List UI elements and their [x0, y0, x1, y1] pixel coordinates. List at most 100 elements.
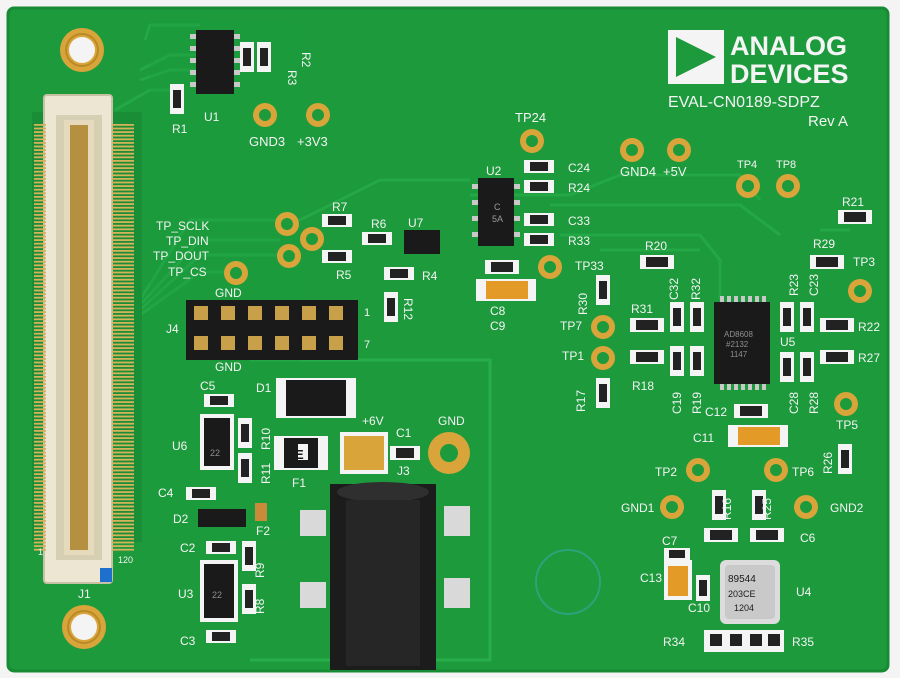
j1-pin — [34, 289, 46, 292]
label-r2: R2 — [299, 52, 313, 68]
j1-pin — [34, 361, 46, 364]
label-r6: R6 — [371, 217, 387, 231]
j1-pin — [112, 491, 134, 493]
smd-parts-bottom-right — [664, 490, 784, 652]
j1-pin — [112, 239, 134, 241]
j1-pin — [34, 509, 46, 511]
j1-pin — [112, 516, 134, 519]
test-point-icon — [848, 279, 872, 303]
j1-pin — [34, 311, 46, 313]
j1-pin — [34, 347, 46, 349]
j1-pin — [112, 257, 134, 259]
j1-pin — [34, 520, 46, 522]
j1-pin — [112, 386, 134, 389]
label-r9: R9 — [253, 562, 267, 578]
j1-pin — [34, 174, 46, 177]
u4-marking-3: 1204 — [734, 603, 754, 613]
j1-pin — [112, 203, 134, 205]
test-point-icon — [277, 244, 301, 268]
label-c12: C12 — [705, 405, 727, 419]
label-tp24: TP24 — [515, 110, 546, 125]
test-point-icon — [591, 346, 615, 370]
label-f2: F2 — [256, 524, 270, 538]
u5-pin — [734, 384, 738, 390]
label-r4: R4 — [422, 269, 438, 283]
j1-pin — [34, 437, 46, 439]
j1-pin — [112, 127, 134, 130]
j1-pin — [34, 480, 46, 483]
label-c5: C5 — [200, 379, 216, 393]
u2-marking-2: 5A — [492, 214, 503, 224]
label-c2: C2 — [180, 541, 196, 555]
j1-pin — [112, 523, 134, 526]
label-r17: R17 — [574, 390, 588, 412]
label-d1: D1 — [256, 381, 272, 395]
j1-pin — [34, 538, 46, 540]
j1-pin — [34, 332, 46, 335]
test-point-icon — [520, 129, 544, 153]
j1-pin — [112, 487, 134, 490]
j4-pin — [275, 306, 289, 320]
j1-pin — [34, 548, 46, 551]
j1-pin — [112, 361, 134, 364]
j1-pin — [112, 343, 134, 346]
j1-pin — [34, 325, 46, 328]
j1-pin — [34, 451, 46, 454]
mounting-hole-icon — [62, 605, 106, 649]
j1-pin — [34, 365, 46, 367]
j4-pin — [329, 336, 343, 350]
label-tp6: TP6 — [792, 465, 814, 479]
j1-pin — [112, 509, 134, 511]
j1-pin — [34, 167, 46, 169]
j1-pin — [34, 214, 46, 216]
j1-pin — [112, 188, 134, 191]
j1-pin — [112, 286, 134, 288]
label-gnd-j3: GND — [438, 414, 465, 428]
j1-pin — [34, 444, 46, 447]
j1-pin — [34, 354, 46, 357]
mounting-hole-icon — [60, 28, 104, 72]
label-tp2: TP2 — [655, 465, 677, 479]
label-j1-pin120: 120 — [118, 555, 133, 565]
j4-pin — [248, 306, 262, 320]
j1-pin — [34, 160, 46, 162]
j1-pin — [112, 174, 134, 177]
label-r10: R10 — [259, 428, 273, 450]
label-tp7: TP7 — [560, 319, 582, 333]
test-point-icon — [834, 392, 858, 416]
label-5v: +5V — [663, 164, 687, 179]
j1-pin — [34, 530, 46, 533]
j1-pin — [34, 296, 46, 299]
u5-marking-1: AD8608 — [724, 330, 753, 339]
label-u6: U6 — [172, 439, 188, 453]
j1-pin — [112, 548, 134, 551]
j1-pin — [112, 178, 134, 180]
j1-pin — [112, 476, 134, 479]
j1-pin — [34, 293, 46, 295]
label-c8: C8 — [490, 304, 506, 318]
j1-pin — [112, 426, 134, 429]
u5-pin — [762, 384, 766, 390]
test-points — [224, 103, 872, 519]
u5-pin — [748, 384, 752, 390]
label-r21: R21 — [842, 195, 864, 209]
connector-j1-icon — [32, 94, 142, 584]
j1-pin — [112, 134, 134, 137]
j1-pin — [112, 210, 134, 213]
label-c28: C28 — [787, 392, 801, 414]
j1-pin — [34, 278, 46, 281]
j1-pin — [34, 433, 46, 436]
j1-pin — [34, 232, 46, 234]
j1-pin — [112, 448, 134, 450]
j1-pin — [112, 138, 134, 141]
u5-pin — [727, 296, 731, 302]
j1-pin — [112, 480, 134, 483]
label-c6: C6 — [800, 531, 816, 545]
j1-pin — [34, 394, 46, 396]
j1-pin — [112, 473, 134, 475]
label-r19: R19 — [690, 392, 704, 414]
label-r16: R16 — [720, 498, 734, 520]
j1-pin — [112, 390, 134, 393]
j4-pin — [275, 336, 289, 350]
j1-pin — [34, 440, 46, 443]
